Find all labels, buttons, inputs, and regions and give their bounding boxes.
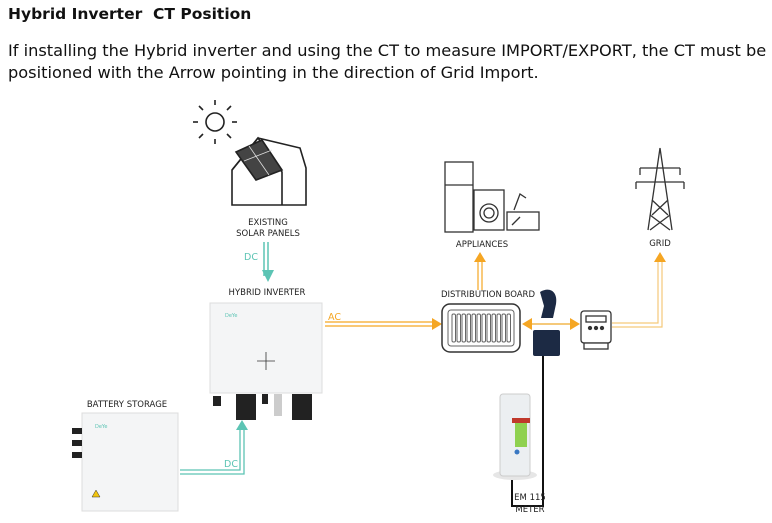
svg-text:DeYe: DeYe bbox=[95, 424, 107, 430]
breaker-slot bbox=[486, 313, 491, 343]
ac-label: AC bbox=[328, 312, 341, 323]
breaker-slot bbox=[496, 313, 501, 343]
utility-meter-icon bbox=[580, 310, 612, 350]
house-solar-icon bbox=[231, 136, 307, 206]
breaker-slot bbox=[456, 313, 461, 343]
distribution-board bbox=[441, 303, 521, 353]
appliances-flow bbox=[474, 252, 486, 290]
ct-wire bbox=[511, 356, 544, 507]
breaker-slot bbox=[471, 313, 476, 343]
battery-label: BATTERY STORAGE bbox=[87, 400, 167, 410]
breaker-slot bbox=[476, 313, 481, 343]
breaker-slot bbox=[491, 313, 496, 343]
appliances-icon bbox=[444, 161, 540, 233]
em115-meter bbox=[493, 393, 537, 480]
dc-flow-solar bbox=[262, 242, 274, 282]
dc-label-solar: DC bbox=[244, 252, 258, 263]
hybrid-inverter: DeYe bbox=[209, 302, 323, 420]
breaker-slot bbox=[506, 313, 511, 343]
breaker-slot bbox=[501, 313, 506, 343]
sun-icon bbox=[193, 100, 237, 144]
solar-label-line2: SOLAR PANELS bbox=[236, 229, 300, 239]
grid-label: GRID bbox=[649, 239, 671, 249]
meter-label-line1: EM 115 bbox=[514, 493, 546, 503]
battery-storage: DeYe bbox=[72, 412, 179, 512]
breaker-slot bbox=[466, 313, 471, 343]
meter-label-line2: METER bbox=[515, 505, 544, 515]
description: If installing the Hybrid inverter and us… bbox=[8, 41, 767, 82]
ct-clamp bbox=[533, 289, 560, 356]
breaker-slot bbox=[451, 313, 456, 343]
ct-flow-arrows bbox=[522, 318, 580, 330]
dc-label-battery: DC bbox=[224, 459, 238, 470]
page-title: Hybrid Inverter CT Position bbox=[8, 5, 252, 23]
appliances-label: APPLIANCES bbox=[456, 240, 508, 250]
distribution-board-label: DISTRIBUTION BOARD bbox=[441, 290, 535, 300]
solar-label-line1: EXISTING bbox=[248, 218, 288, 228]
grid-flow bbox=[612, 252, 666, 328]
grid-tower-icon bbox=[635, 147, 685, 231]
dc-flow-battery bbox=[180, 420, 248, 475]
inverter-label: HYBRID INVERTER bbox=[229, 288, 306, 298]
ac-flow bbox=[325, 318, 442, 330]
breaker-slot bbox=[461, 313, 466, 343]
svg-text:DeYe: DeYe bbox=[225, 313, 237, 319]
breaker-slot bbox=[481, 313, 486, 343]
